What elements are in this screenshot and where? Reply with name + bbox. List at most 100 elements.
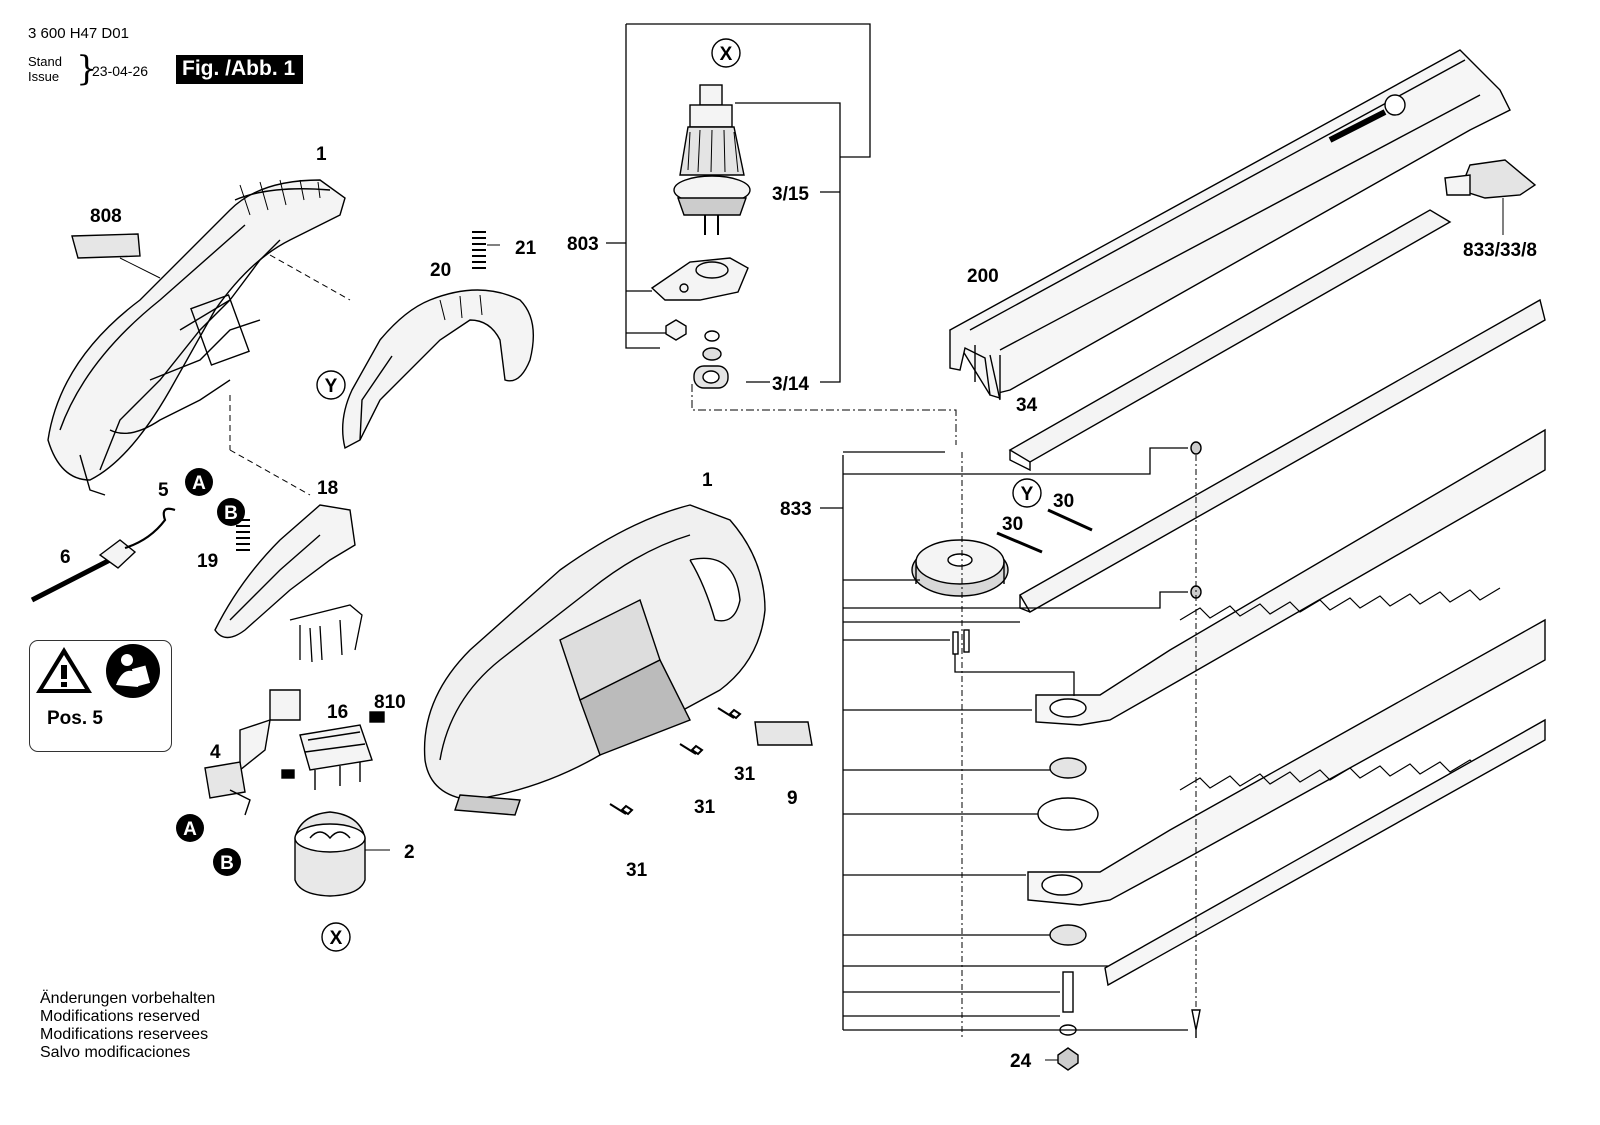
spring-21 bbox=[472, 231, 486, 269]
part-label-31-c: 31 bbox=[626, 860, 648, 881]
footer-line-en: Modifications reserved bbox=[40, 1008, 201, 1025]
svg-text:B: B bbox=[220, 853, 234, 874]
blade-guide-rail bbox=[1019, 298, 1546, 613]
center-bolt bbox=[1062, 971, 1074, 1013]
warning-pos-label: Pos. 5 bbox=[47, 708, 103, 729]
bracket-lines-833 bbox=[820, 447, 1188, 1031]
dowel-pin-b bbox=[963, 629, 970, 653]
reference-markers: X X Y Y A B A B bbox=[176, 38, 1042, 952]
main-housing-1 bbox=[423, 504, 766, 816]
part-label-19: 19 bbox=[197, 551, 218, 572]
svg-text:B: B bbox=[224, 503, 238, 524]
svg-text:A: A bbox=[183, 819, 197, 840]
handle-cover-20 bbox=[342, 289, 535, 450]
lower-blade bbox=[1027, 618, 1546, 906]
marker-a-bottom: A bbox=[176, 814, 204, 842]
screws-31 bbox=[609, 707, 742, 816]
part-labels: 1 808 21 20 5 18 6 19 16 810 4 2 3/15 80… bbox=[60, 144, 1537, 1072]
part-label-34: 34 bbox=[1016, 395, 1038, 416]
bracket-lines-803 bbox=[606, 23, 871, 383]
cam-disc bbox=[1049, 757, 1087, 779]
warning-icons bbox=[36, 644, 160, 698]
marker-b-top: B bbox=[217, 498, 245, 526]
marker-x-top: X bbox=[711, 38, 741, 68]
part-label-31-b: 31 bbox=[694, 797, 716, 818]
drive-gear bbox=[911, 539, 1009, 597]
label-plate-808 bbox=[71, 233, 161, 279]
svg-text:Y: Y bbox=[325, 376, 338, 397]
part-label-16: 16 bbox=[327, 702, 348, 723]
part-label-808: 808 bbox=[90, 206, 122, 227]
carbon-brush-810b bbox=[281, 769, 295, 779]
screw-right-bottom bbox=[1191, 1009, 1201, 1038]
part-label-2: 2 bbox=[404, 842, 415, 863]
part-label-18: 18 bbox=[317, 478, 338, 499]
switch-4 bbox=[204, 761, 251, 816]
svg-text:X: X bbox=[330, 928, 343, 949]
wiring-harness bbox=[239, 604, 363, 772]
part-label-9: 9 bbox=[787, 788, 798, 809]
issue-label: Issue bbox=[28, 69, 60, 84]
guard-rail-200 bbox=[949, 49, 1511, 401]
label-plate-9 bbox=[754, 721, 813, 746]
nut-small bbox=[665, 319, 687, 341]
washer-small bbox=[704, 330, 720, 342]
part-label-833: 833 bbox=[780, 499, 812, 520]
marker-a-top: A bbox=[185, 468, 213, 496]
axis-motor-gear bbox=[691, 384, 957, 445]
part-label-20: 20 bbox=[430, 260, 451, 281]
pin-30b bbox=[1047, 508, 1093, 532]
brush-holder-16 bbox=[299, 724, 373, 790]
part-label-3-14: 3/14 bbox=[772, 374, 809, 395]
marker-y-left: Y bbox=[316, 370, 346, 400]
motor-armature-3-15 bbox=[673, 84, 751, 235]
stand-issue-label: Stand Issue bbox=[28, 54, 62, 84]
bearing-plate bbox=[650, 257, 749, 301]
warning-box: Pos. 5 bbox=[29, 640, 172, 752]
figure-label: Fig. /Abb. 1 bbox=[176, 55, 304, 84]
part-label-4: 4 bbox=[210, 742, 221, 763]
part-label-833-33-8: 833/33/8 bbox=[1463, 240, 1537, 261]
part-label-6: 6 bbox=[60, 547, 71, 568]
read-manual-icon bbox=[106, 644, 160, 698]
washer-medium bbox=[702, 347, 722, 361]
brand-logo bbox=[1328, 94, 1406, 143]
part-label-803: 803 bbox=[567, 234, 599, 255]
bottom-bar bbox=[1104, 718, 1546, 987]
svg-text:A: A bbox=[192, 473, 206, 494]
nut-right-top bbox=[1190, 441, 1202, 455]
spring-19 bbox=[236, 519, 250, 551]
part-label-810: 810 bbox=[374, 692, 406, 713]
cable-6 bbox=[30, 507, 176, 603]
marker-x-bottom: X bbox=[321, 922, 351, 952]
issue-date: 23-04-26 bbox=[92, 63, 149, 79]
part-label-30-left: 30 bbox=[1002, 514, 1023, 535]
part-label-1-main: 1 bbox=[702, 470, 713, 491]
footer-line-fr: Modifications reservees bbox=[40, 1026, 209, 1043]
warning-triangle-icon bbox=[36, 647, 92, 693]
cam-small bbox=[1049, 924, 1087, 946]
pin-30a bbox=[996, 531, 1043, 554]
stator-2 bbox=[294, 811, 366, 897]
ball-bearing-3-14 bbox=[693, 365, 729, 389]
switch-lever-18 bbox=[214, 504, 356, 639]
marker-b-bottom: B bbox=[213, 848, 241, 876]
stand-label: Stand bbox=[28, 54, 62, 69]
svg-text:X: X bbox=[720, 44, 733, 65]
part-label-31-a: 31 bbox=[734, 764, 756, 785]
brace-glyph: } bbox=[76, 49, 98, 89]
footer-line-es: Salvo modificaciones bbox=[40, 1044, 191, 1061]
part-label-24: 24 bbox=[1010, 1051, 1032, 1072]
part-label-3-15: 3/15 bbox=[772, 184, 809, 205]
footer-line-de: Änderungen vorbehalten bbox=[40, 990, 216, 1007]
part-label-1-top: 1 bbox=[316, 144, 327, 165]
footer-notes: Änderungen vorbehalten Modifications res… bbox=[40, 990, 215, 1062]
spacer-disc bbox=[1037, 797, 1099, 831]
assembly-lines-left bbox=[229, 254, 351, 496]
marker-y-right: Y bbox=[1012, 478, 1042, 508]
housing-shell-left bbox=[47, 179, 346, 496]
upper-blade bbox=[1035, 428, 1546, 726]
part-label-200: 200 bbox=[967, 266, 999, 287]
dowel-pin-a bbox=[952, 631, 959, 655]
